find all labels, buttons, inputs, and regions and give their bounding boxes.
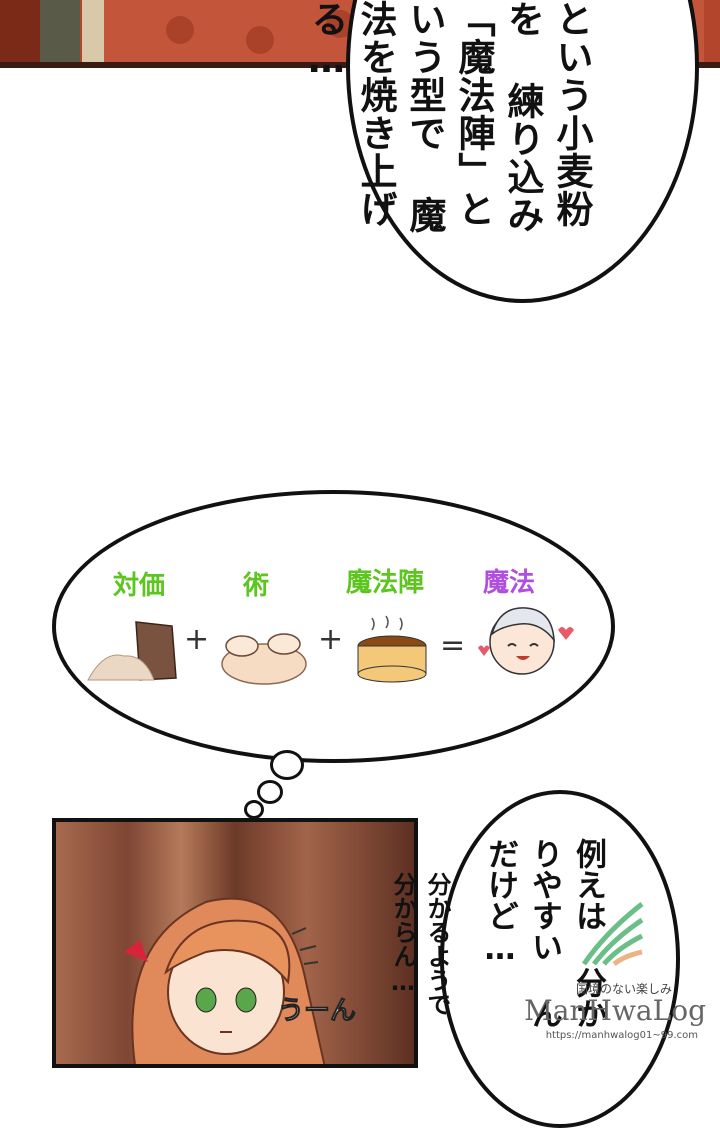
label-magic: 魔法 <box>483 568 536 598</box>
sound-effect-hmm: うーん <box>277 996 357 1027</box>
bubble-line-1: という小麦粉を <box>501 0 593 228</box>
side-line-2: 分からん… <box>389 872 417 996</box>
speech-bubble-top-text: という小麦粉を 練り込み 「魔法陣」という型で 魔法を焼き上げる… <box>302 0 596 240</box>
thought-bubble-tail-small <box>244 800 264 819</box>
smiling-character-face-icon <box>478 607 574 675</box>
bubble-bottom-line-3: んだけど… <box>482 838 562 1029</box>
bubble-line-4: 魔法を焼き上げる… <box>305 0 446 234</box>
thought-bubble-tail-large <box>270 750 304 780</box>
watermark-tagline: 国境のない楽しみ <box>575 982 672 996</box>
bubble-line-3: 「魔法陣」という型で <box>403 0 495 228</box>
label-skill: 術 <box>243 571 270 601</box>
bubble-bottom-line-2: 分かりやすい <box>526 838 606 1029</box>
equals-sign: = <box>440 628 466 663</box>
bottom-panel-image <box>52 818 418 1068</box>
watermark-logo-icon <box>581 902 644 966</box>
label-price: 対価 <box>113 571 166 601</box>
plus-sign-2: + <box>318 622 344 657</box>
side-line-1: 分かるようで <box>423 872 451 1016</box>
thought-bubble-tail-medium <box>257 780 283 804</box>
pudding-cake-icon <box>357 615 427 683</box>
watermark-url: https://manhwalog01~99.com <box>545 1030 698 1041</box>
flour-bag-icon <box>87 621 177 681</box>
dough-kneading-icon <box>221 633 307 685</box>
label-circle: 魔法陣 <box>346 568 425 598</box>
side-narration: 分かるようで 分からん… <box>386 872 454 1062</box>
watermark-brand: ManHwaLog <box>524 994 706 1027</box>
speech-bubble-bottom-text: 例えは 分かりやすい んだけど… <box>478 838 610 1058</box>
bubble-bottom-line-1: 例えは <box>570 838 606 931</box>
bubble-line-2: 練り込み <box>501 82 544 234</box>
character-art <box>124 897 326 1064</box>
plus-sign-1: + <box>184 622 210 657</box>
